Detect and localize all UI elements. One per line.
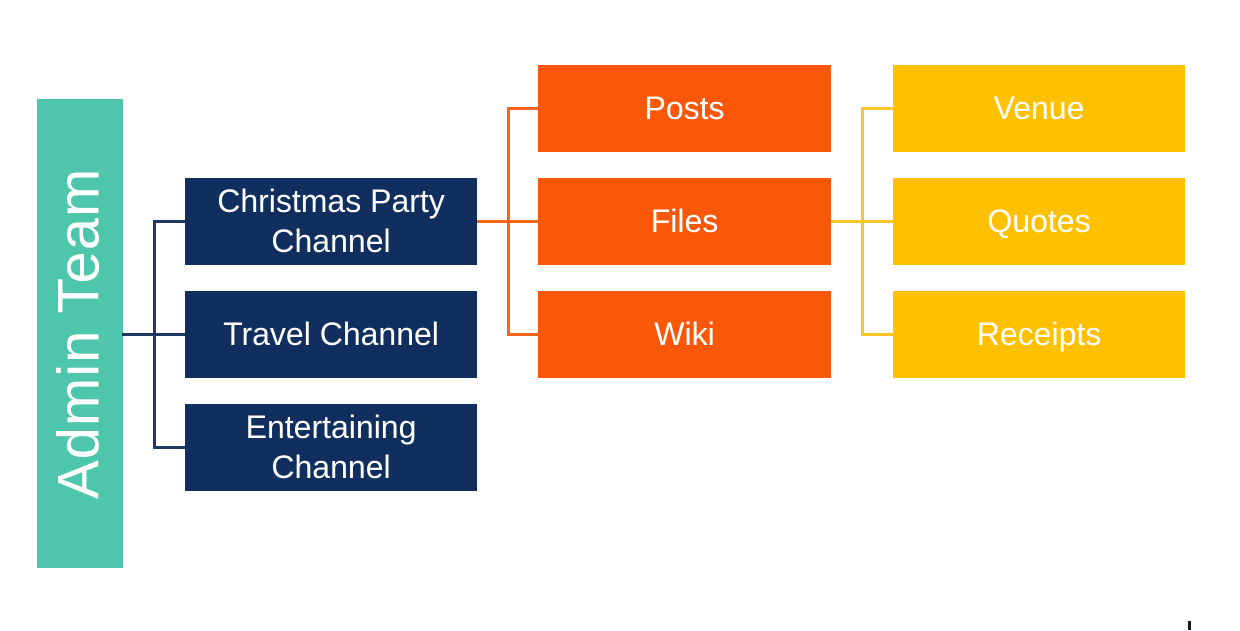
connector-to-posts-stub bbox=[507, 107, 538, 110]
files-box: Files bbox=[538, 178, 831, 265]
connector-folders-trunk-vertical bbox=[861, 107, 864, 336]
venue-box: Venue bbox=[893, 65, 1185, 152]
christmas-party-channel-box: Christmas Party Channel bbox=[185, 178, 477, 265]
receipts-label: Receipts bbox=[976, 315, 1102, 352]
files-label: Files bbox=[650, 202, 719, 239]
connector-to-christmas-party-stub bbox=[153, 220, 185, 223]
travel-channel-box: Travel Channel bbox=[185, 291, 477, 378]
admin-team-label: Admin Team bbox=[46, 167, 112, 500]
wiki-box: Wiki bbox=[538, 291, 831, 378]
admin-team-root-box: Admin Team bbox=[37, 99, 123, 568]
connector-tabs-trunk-vertical bbox=[507, 107, 510, 336]
connector-to-venue-stub bbox=[861, 107, 893, 110]
stray-cursor-mark bbox=[1188, 621, 1191, 630]
connector-to-wiki-stub bbox=[507, 333, 538, 336]
posts-box: Posts bbox=[538, 65, 831, 152]
christmas-party-channel-label: Christmas Party Channel bbox=[217, 183, 445, 259]
entertaining-channel-box: Entertaining Channel bbox=[185, 404, 477, 491]
connector-channels-trunk-vertical bbox=[153, 220, 156, 449]
wiki-label: Wiki bbox=[654, 315, 715, 352]
entertaining-channel-label: Entertaining Channel bbox=[245, 409, 417, 485]
connector-to-receipts-stub bbox=[861, 333, 893, 336]
quotes-box: Quotes bbox=[893, 178, 1185, 265]
receipts-box: Receipts bbox=[893, 291, 1185, 378]
posts-label: Posts bbox=[644, 89, 725, 126]
venue-label: Venue bbox=[993, 89, 1085, 126]
quotes-label: Quotes bbox=[987, 202, 1091, 239]
connector-to-entertaining-stub bbox=[153, 446, 185, 449]
travel-channel-label: Travel Channel bbox=[223, 315, 439, 352]
